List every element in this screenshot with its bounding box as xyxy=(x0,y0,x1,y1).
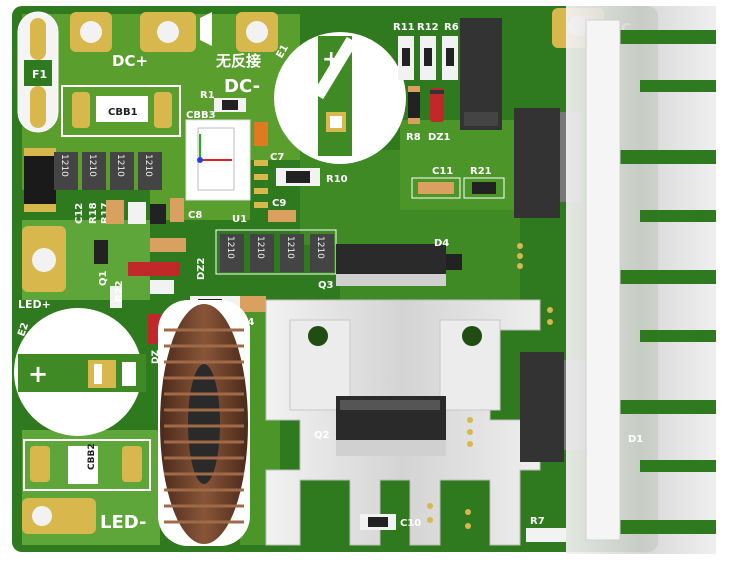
label-r18: R18 xyxy=(88,202,99,224)
toroid-inductor xyxy=(158,300,250,546)
label-r8: R8 xyxy=(406,132,421,143)
label-r10: R10 xyxy=(326,174,348,185)
capacitor-cbb1 xyxy=(61,85,181,137)
heatsink-right xyxy=(566,6,716,554)
label-r12: R12 xyxy=(417,22,439,33)
transistor-q3 xyxy=(336,244,462,286)
diode-left-smd xyxy=(24,148,56,212)
label-dc-minus: DC- xyxy=(224,76,260,97)
component-c11-r21 xyxy=(411,177,505,199)
svg-text:+: + xyxy=(322,47,340,72)
label-chinese-no-reverse: 无反接 xyxy=(215,52,261,70)
capacitor-e1: + xyxy=(274,32,406,164)
svg-text:1210: 1210 xyxy=(225,236,235,259)
label-d4: D4 xyxy=(434,238,449,249)
label-dc-plus: DC+ xyxy=(112,52,148,70)
label-q3: Q3 xyxy=(318,280,334,291)
diode-dz1 xyxy=(430,88,444,122)
label-led-plus: LED+ xyxy=(18,298,51,311)
label-c8: C8 xyxy=(188,210,202,221)
label-led-minus: LED- xyxy=(100,512,147,533)
chip-row-1210-mid: 1210 1210 1210 1210 xyxy=(215,229,337,275)
resistor-r8 xyxy=(408,86,420,124)
transistor-right-top xyxy=(460,18,502,130)
label-d1: D1 xyxy=(628,434,643,445)
svg-text:1210: 1210 xyxy=(255,236,265,259)
label-e2: E2 xyxy=(16,321,31,338)
label-f1: F1 xyxy=(32,68,47,81)
label-r17: R17 xyxy=(100,202,111,224)
resistor-r10 xyxy=(276,168,320,186)
svg-text:1210: 1210 xyxy=(315,236,325,259)
label-c12: C12 xyxy=(74,203,85,224)
label-r21: R21 xyxy=(470,166,492,177)
capacitor-cbb3 xyxy=(185,119,268,201)
capacitor-cbb2 xyxy=(23,439,151,491)
label-cbb2: CBB2 xyxy=(87,443,97,470)
svg-text:+: + xyxy=(28,360,48,388)
ic-u1 xyxy=(254,160,268,208)
terminal-led-plus xyxy=(22,226,66,292)
svg-text:1210: 1210 xyxy=(285,236,295,259)
label-r11: R11 xyxy=(393,22,415,33)
label-dz1: DZ1 xyxy=(428,132,451,143)
label-cbb1: CBB1 xyxy=(108,107,138,118)
transistor-q2 xyxy=(336,396,446,456)
label-r6: R6 xyxy=(444,22,459,33)
smd-cluster-left xyxy=(94,198,186,308)
svg-text:1210: 1210 xyxy=(59,154,69,177)
resistor-r1 xyxy=(214,98,246,112)
svg-text:1210: 1210 xyxy=(143,154,153,177)
resistor-r7 xyxy=(526,528,566,542)
label-dz2: DZ2 xyxy=(196,257,207,280)
label-c10: C10 xyxy=(400,518,421,529)
label-cbb3: CBB3 xyxy=(186,110,216,121)
capacitor-e2: + xyxy=(14,308,146,436)
terminal-dc-plus-pads xyxy=(70,12,278,52)
label-r7: R7 xyxy=(530,516,545,527)
label-r1: R1 xyxy=(200,90,215,101)
capacitor-c9 xyxy=(268,210,296,222)
label-c7: C7 xyxy=(270,152,284,163)
terminal-led-minus xyxy=(22,498,96,534)
label-dz: DZ xyxy=(151,350,161,364)
resistor-array-r11-r12-r6 xyxy=(398,36,458,80)
svg-text:1210: 1210 xyxy=(87,154,97,177)
label-q1: Q1 xyxy=(98,270,109,286)
label-r22: R22 xyxy=(114,280,125,302)
vias xyxy=(427,243,553,529)
label-c11: C11 xyxy=(432,166,453,177)
capacitor-c4 xyxy=(240,296,266,312)
fuse-f1 xyxy=(17,11,59,133)
chip-row-1210-top: 1210 1210 1210 1210 xyxy=(54,152,162,190)
svg-text:1210: 1210 xyxy=(115,154,125,177)
label-q2: Q2 xyxy=(314,430,330,441)
label-u1: U1 xyxy=(232,214,247,225)
label-c9: C9 xyxy=(272,198,286,209)
